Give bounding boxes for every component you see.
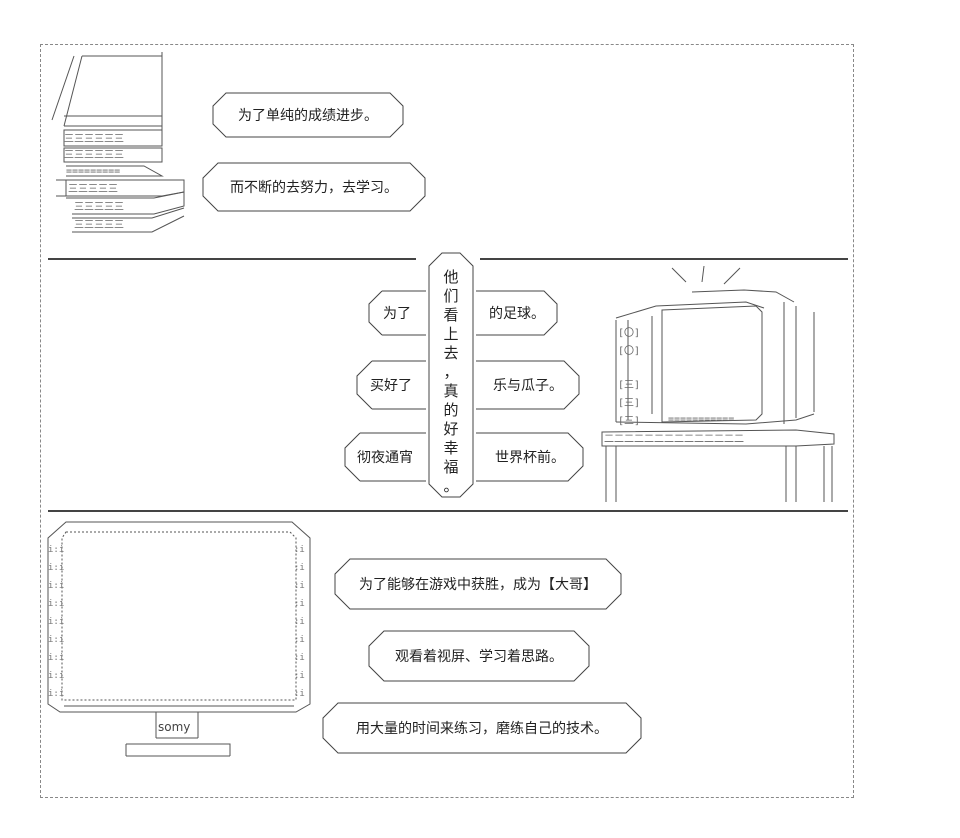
svg-text::i: :i <box>294 653 305 663</box>
svg-text::i: :i <box>294 617 305 627</box>
svg-text::i: :i <box>294 689 305 699</box>
svg-text:[〇]: [〇] <box>618 327 640 339</box>
bubble-row1-left: 为了 <box>368 290 426 336</box>
bubble-text: 世界杯前。 <box>495 450 565 466</box>
vchar: 他 <box>443 268 459 286</box>
television-on-table-illustration: [〇] [〇] [三] [三] [三] =========== 二二二二二二二二… <box>601 265 835 502</box>
svg-text:[三]: [三] <box>618 398 640 409</box>
bubble-text: 的足球。 <box>489 306 545 322</box>
vchar: 。 <box>443 477 459 495</box>
speech-bubble-grades: 为了单纯的成绩进步。 <box>212 92 404 138</box>
svg-text:i:i: i:i <box>48 635 64 645</box>
bubble-row3-left: 彻夜通宵 <box>344 432 426 482</box>
speech-bubble-watching: 观看着视屏、学习着思路。 <box>368 630 590 682</box>
svg-text:[〇]: [〇] <box>618 345 640 357</box>
bubble-text: 买好了 <box>370 378 412 394</box>
vchar: 好 <box>443 420 459 438</box>
bubble-text: 为了单纯的成绩进步。 <box>238 108 378 124</box>
svg-text:三三三三三三: 三三三三三三 <box>64 150 124 161</box>
bubble-text: 而不断的去努力，去学习。 <box>230 180 398 196</box>
svg-text:[三]: [三] <box>618 416 640 427</box>
svg-text:i:i: i:i <box>48 689 64 699</box>
vchar: 真 <box>443 382 459 400</box>
svg-text:i:i: i:i <box>48 545 64 555</box>
svg-text::i: :i <box>294 545 305 555</box>
speech-bubble-gaming: 为了能够在游戏中获胜，成为【大哥】 <box>334 558 622 610</box>
svg-text:i:i: i:i <box>48 653 64 663</box>
divider-bottom <box>48 510 848 512</box>
vertical-text: 他 们 看 上 去 ， 真 的 好 幸 福 。 <box>428 268 474 496</box>
bubble-row2-right: 乐与瓜子。 <box>476 360 580 410</box>
bubble-text: 用大量的时间来练习，磨练自己的技术。 <box>356 721 608 737</box>
svg-text:i:i: i:i <box>48 599 64 609</box>
vchar: 上 <box>443 325 459 343</box>
bubble-text: 观看着视屏、学习着思路。 <box>395 649 563 665</box>
svg-text::i: :i <box>294 599 305 609</box>
bubble-text: 为了能够在游戏中获胜，成为【大哥】 <box>359 577 597 593</box>
svg-text::i: :i <box>294 581 305 591</box>
vchar: 看 <box>443 306 459 324</box>
vchar: 幸 <box>443 439 459 457</box>
vchar: ， <box>443 363 459 381</box>
vchar: 们 <box>443 287 459 305</box>
svg-text::i: :i <box>294 635 305 645</box>
vertical-speech-bubble: 他 们 看 上 去 ， 真 的 好 幸 福 。 <box>428 252 474 498</box>
bubble-row2-left: 买好了 <box>356 360 426 410</box>
svg-text:i:i: i:i <box>48 671 64 681</box>
svg-text:===========: =========== <box>668 414 734 425</box>
svg-text:i:i: i:i <box>48 581 64 591</box>
vchar: 的 <box>443 401 459 419</box>
monitor-brand-label: somy <box>158 720 191 734</box>
svg-text:三三三三三: 三三三三三 <box>68 184 118 195</box>
bubble-text: 彻夜通宵 <box>357 450 413 466</box>
bubble-text: 乐与瓜子。 <box>493 378 563 394</box>
svg-text:二二二二二二二二二二二二二二: 二二二二二二二二二二二二二二 <box>604 434 744 445</box>
svg-text:三三三三三: 三三三三三 <box>74 202 124 213</box>
bubble-row1-right: 的足球。 <box>476 290 558 336</box>
svg-text::i: :i <box>294 563 305 573</box>
speech-bubble-effort: 而不断的去努力，去学习。 <box>202 162 426 212</box>
svg-text:三三三三三三: 三三三三三三 <box>64 134 124 145</box>
divider-top <box>48 258 416 260</box>
svg-text:三三三三三: 三三三三三 <box>74 220 124 231</box>
book-stack-illustration: 三三三三三三 三三三三三三 ========= 三三三三三 三三三三三 三三三三… <box>51 52 185 233</box>
svg-text:i:i: i:i <box>48 563 64 573</box>
page-frame <box>40 44 854 798</box>
bubble-text: 为了 <box>383 306 411 322</box>
vchar: 去 <box>443 344 459 362</box>
speech-bubble-practice: 用大量的时间来练习，磨练自己的技术。 <box>322 702 642 754</box>
computer-monitor-illustration: i:i i:i i:i i:i i:i i:i i:i i:i i:i :i :i :i :i:… <box>47 521 311 757</box>
svg-text::i: :i <box>294 671 305 681</box>
divider-top-right <box>480 258 848 260</box>
svg-text:=========: ========= <box>66 166 120 177</box>
bubble-row3-right: 世界杯前。 <box>476 432 584 482</box>
svg-text:[三]: [三] <box>618 380 640 391</box>
vchar: 福 <box>443 458 459 476</box>
svg-text:i:i: i:i <box>48 617 64 627</box>
